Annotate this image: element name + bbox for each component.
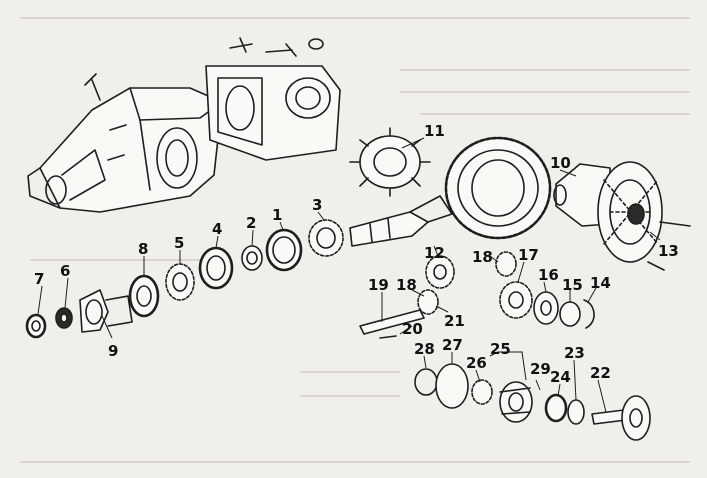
callout-16: 16 <box>538 266 559 284</box>
callout-25: 25 <box>490 340 511 358</box>
thrust-washer <box>349 127 431 197</box>
ring-gear <box>444 136 552 240</box>
callout-7: 7 <box>34 270 44 288</box>
front-bearing <box>165 263 195 301</box>
callout-28: 28 <box>414 340 435 358</box>
callout-2: 2 <box>246 214 256 232</box>
o-ring <box>414 368 438 396</box>
callout-26: 26 <box>466 354 487 372</box>
side-flange <box>591 395 651 441</box>
bearing-cup <box>198 246 234 290</box>
callout-21: 21 <box>444 312 465 330</box>
callout-17: 17 <box>518 246 539 264</box>
callout-27: 27 <box>442 336 463 354</box>
cross-shaft <box>359 309 425 339</box>
housing-cover <box>205 37 341 161</box>
collapsible-spacer <box>241 245 263 271</box>
callout-3: 3 <box>312 196 322 214</box>
pinion-shaft <box>349 195 453 247</box>
leader-lines <box>37 137 661 413</box>
retainer-23 <box>567 399 585 425</box>
callout-5: 5 <box>174 234 184 252</box>
callout-4: 4 <box>212 220 222 238</box>
callout-29: 29 <box>530 360 551 378</box>
background-show-through <box>20 17 690 463</box>
callout-10: 10 <box>550 154 571 172</box>
shim <box>435 363 469 409</box>
callout-22: 22 <box>590 364 611 382</box>
callout-11: 11 <box>424 122 445 140</box>
axle-housing <box>27 73 223 213</box>
differential-carrier <box>553 161 691 271</box>
callout-18a: 18 <box>472 248 493 266</box>
side-bearing <box>471 379 493 405</box>
oil-seal <box>128 274 160 318</box>
callout-1: 1 <box>272 206 282 224</box>
callout-23: 23 <box>564 344 585 362</box>
washer-14 <box>583 299 595 329</box>
side-bearing-cap <box>499 381 533 423</box>
callout-labels: 1 2 3 4 5 6 7 8 9 10 11 12 13 14 15 16 1… <box>34 122 679 386</box>
washer-6 <box>55 307 73 329</box>
callout-20: 20 <box>402 320 423 338</box>
washer-15 <box>559 301 581 327</box>
oil-seal-24 <box>544 393 568 423</box>
thrust-washer-16 <box>533 291 559 325</box>
callout-12: 12 <box>424 244 445 262</box>
callout-9: 9 <box>108 342 118 360</box>
callout-13: 13 <box>658 242 679 260</box>
side-gear-17 <box>499 281 533 319</box>
pinion-nut <box>25 313 47 339</box>
callout-19: 19 <box>368 276 389 294</box>
callout-14: 14 <box>590 274 611 292</box>
pinion-gear-18b <box>495 251 517 277</box>
rear-bearing-cup <box>265 228 303 272</box>
callout-8: 8 <box>138 240 148 258</box>
callout-15: 15 <box>562 276 583 294</box>
side-gear-12 <box>425 255 455 289</box>
callout-18b: 18 <box>396 276 417 294</box>
callout-24: 24 <box>550 368 571 386</box>
callout-6: 6 <box>60 262 70 280</box>
rear-bearing <box>308 219 344 257</box>
